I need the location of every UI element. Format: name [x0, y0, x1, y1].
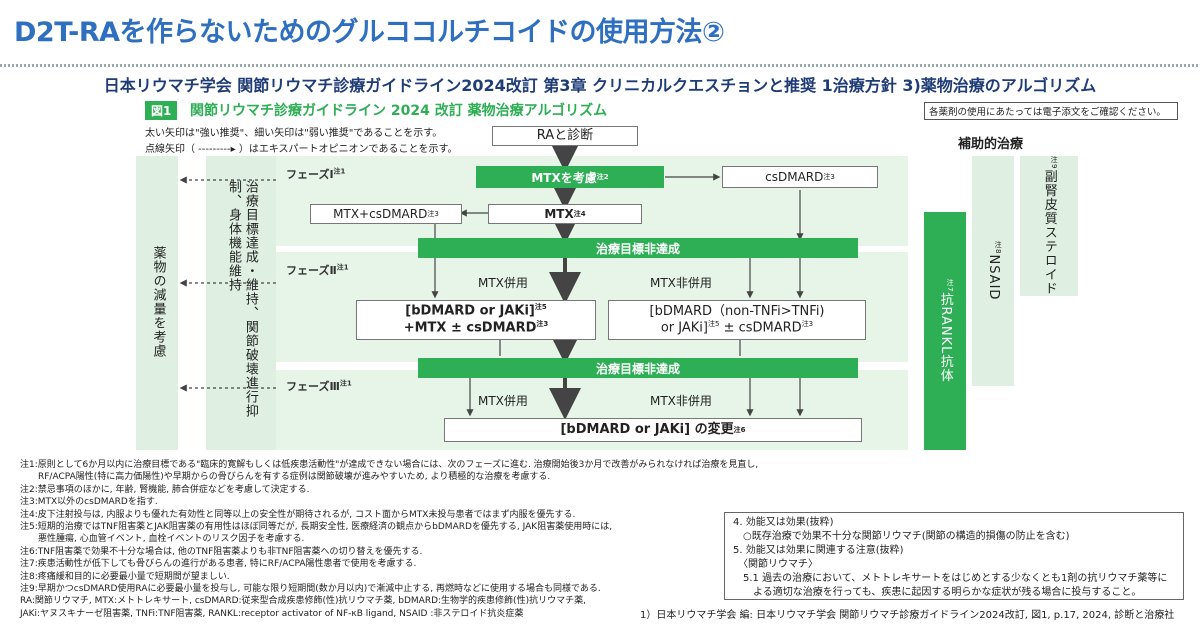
footnote: RA:関節リウマチ, MTX:メトトレキサート, csDMARD:従来型合成疾患… — [20, 596, 586, 607]
steroid-text: 注9副腎皮質ステロイド — [1041, 156, 1059, 296]
page-title: D2T-RAを作らないためのグルココルチコイドの使用方法② — [14, 17, 725, 48]
nsaid-column: 注8NSAID — [972, 156, 1014, 386]
ra-diagnosis-box: RAと診断 — [492, 126, 638, 146]
mtx-nocombo-label-2: MTX非併用 — [650, 394, 712, 408]
phase3-label: フェーズⅢ注1 — [286, 379, 352, 393]
footnote: 注9:早期かつcsDMARD使用RAに必要最小量を投与し, 可能な限り短期間(数… — [20, 584, 601, 595]
footnotes: 注1:原則として6か月以内に治療目標である"臨床的寛解もしくは低疾患活動性"が達… — [20, 459, 759, 620]
legend-line-2: 点線矢印（ ---------▸ ）はエキスパートオピニオンであることを示す。 — [145, 144, 458, 155]
phase3-box: [bDMARD or JAKi] の変更注6 — [444, 418, 862, 442]
footnote: RF/ACPA陽性(特に高力価陽性)や早期からの骨びらんを有する症例は関節破壊が… — [20, 472, 551, 483]
assist-heading: 補助的治療 — [958, 137, 1024, 152]
citation: 1）日本リウマチ学会 編: 日本リウマチ学会 関節リウマチ診療ガイドライン202… — [640, 610, 1175, 621]
annotation-box: 4. 効能又は効果(抜粋) ○既存治療で効果不十分な関節リウマチ(関節の構造的損… — [724, 512, 1184, 600]
dose-reduction-column: 薬物の減量を考慮 — [136, 156, 178, 450]
nsaid-text: 注8NSAID — [985, 241, 1003, 301]
mtx-nocombo-label-1: MTX非併用 — [650, 276, 712, 290]
figure-title: 関節リウマチ診療ガイドライン 2024 改訂 薬物治療アルゴリズム — [190, 103, 608, 119]
footnote: 注6:TNF阻害薬で効果不十分な場合は, 他のTNF阻害薬よりも非TNF阻害薬へ… — [20, 546, 423, 557]
phase1-label: フェーズⅠ注1 — [286, 167, 346, 181]
rankl-column: 注7抗RANKL抗体 — [924, 212, 966, 450]
annotation-line: 〈関節リウマチ〉 — [733, 559, 818, 570]
phase2-left-box: [bDMARD or JAKi]注5 +MTX ± csDMARD注3 — [356, 300, 596, 340]
footnote: 注8:疼痛緩和目的に必要最小量で短期間が望ましい. — [20, 571, 230, 582]
footnote: 注2:禁忌事項のほかに, 年齢, 腎機能, 肺合併症などを考慮して決定する. — [20, 484, 310, 495]
footnote: 悪性腫瘍, 心血管イベント, 血栓イベントのリスク因子を考慮する. — [20, 534, 305, 545]
treatment-goal-text: 治療目標達成・維持、関節破壊進行抑制、身体機能維持 — [226, 180, 258, 418]
footnote: 注1:原則として6か月以内に治療目標である"臨床的寛解もしくは低疾患活動性"が達… — [20, 460, 759, 470]
footnote: 注5:短期的治療ではTNF阻害薬とJAK阻害薬の有用性はほぼ同等だが, 長期安全… — [20, 522, 613, 533]
treatment-goal-column: 治療目標達成・維持、関節破壊進行抑制、身体機能維持 — [206, 156, 276, 450]
not-achieved-bar-1: 治療目標非達成 — [418, 238, 858, 258]
mtx-combo-label-1: MTX併用 — [478, 276, 528, 290]
not-achieved-bar-2: 治療目標非達成 — [418, 358, 858, 378]
dose-reduction-text: 薬物の減量を考慮 — [150, 246, 166, 358]
subtitle: 日本リウマチ学会 関節リウマチ診療ガイドライン2024改訂 第3章 クリニカルク… — [103, 76, 1097, 95]
notice-box: 各薬剤の使用にあたっては電子添文をご確認ください。 — [924, 102, 1178, 120]
annotation-line: 5. 効能又は効果に関連する注意(抜粋) — [733, 545, 904, 556]
annotation-line: 4. 効能又は効果(抜粋) — [733, 517, 834, 528]
footnote: 注7:疾患活動性が低下しても骨びらんの進行がある患者, 特にRF/ACPA陽性患… — [20, 559, 417, 570]
mtx-combo-label-2: MTX併用 — [478, 394, 528, 408]
annotation-line: よる適切な治療を行っても、疾患に起因する明らかな症状が残る場合に投与すること。 — [733, 587, 1142, 598]
footnote: JAKi:ヤヌスキナーゼ阻害薬, TNFi:TNF阻害薬, RANKL:rece… — [20, 608, 524, 619]
phase2-right-box: [bDMARD（non-TNFi>TNFi) or JAKi]注5 ± csDM… — [608, 300, 866, 340]
rankl-text: 注7抗RANKL抗体 — [937, 279, 955, 383]
phase2-label: フェーズⅡ注1 — [286, 263, 349, 277]
annotation-line: ○既存治療で効果不十分な関節リウマチ(関節の構造的損傷の防止を含む) — [733, 531, 1070, 542]
footnote: 注4:皮下注射投与は, 内服よりも優れた有効性と同等以上の安全性が期待されるが,… — [20, 509, 576, 520]
mtx-consider-box: MTXを考慮注2 — [476, 166, 664, 188]
annotation-line: 5.1 過去の治療において、メトトレキサートをはじめとする少なくとも1剤の抗リウ… — [733, 573, 1168, 584]
footnote: 注3:MTX以外のcsDMARDを指す. — [20, 497, 158, 508]
steroid-column: 注9副腎皮質ステロイド — [1020, 156, 1078, 296]
legend-line-1: 太い矢印は"強い推奨"、細い矢印は"弱い推奨"であることを示す。 — [145, 128, 443, 139]
divider — [0, 64, 1200, 67]
figure-label: 図1 — [145, 101, 178, 120]
